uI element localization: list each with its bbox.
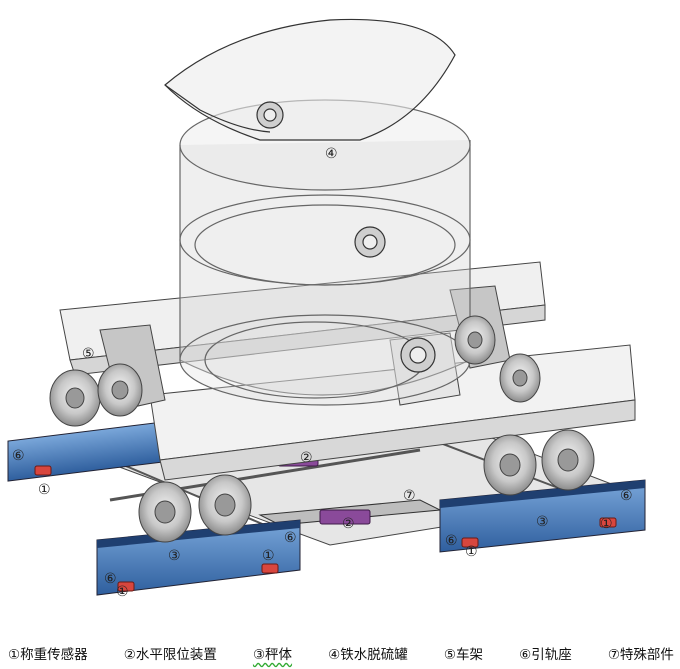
callout-1-left: ① <box>38 482 51 498</box>
callout-1-right-front: ① <box>465 544 478 560</box>
callout-4: ④ <box>325 146 338 162</box>
weighing-sensors <box>34 465 617 592</box>
callout-3-front: ③ <box>168 548 181 564</box>
legend-item-frame: ⑤车架 <box>443 647 483 663</box>
legend-item-special: ⑦特殊部件 <box>607 647 674 663</box>
legend-item-ladle: ④铁水脱硫罐 <box>328 647 408 663</box>
callout-1-front-left: ① <box>116 584 129 600</box>
callout-6-front-left: ⑥ <box>104 571 117 587</box>
callout-6-right: ⑥ <box>620 488 633 504</box>
callout-5: ⑤ <box>82 346 95 362</box>
callout-1-front: ① <box>262 548 275 564</box>
callout-2-top: ② <box>300 450 313 466</box>
callout-6-left: ⑥ <box>12 448 25 464</box>
legend-item-rail-seat: ⑥引轨座 <box>519 647 572 663</box>
callout-2-bottom: ② <box>342 516 355 532</box>
guide-rail-seat-front <box>96 519 301 596</box>
callout-1-right: ① <box>600 516 613 532</box>
callout-3-right: ③ <box>536 514 549 530</box>
callout-6-right-front: ⑥ <box>445 533 458 549</box>
callout-7: ⑦ <box>403 488 416 504</box>
callouts: ④ ⑤ ⑥ ① ② ⑦ ② ③ ⑥ ① ⑥ ① ③ ① ⑥ ⑥ ① <box>12 146 633 600</box>
legend-item-sensor: ①称重传感器 <box>8 647 88 663</box>
callout-6-front: ⑥ <box>284 530 297 546</box>
legend-item-scale-body: ③秤体 <box>252 647 293 663</box>
guide-rail-seat-right <box>439 479 646 553</box>
legend-item-limiter: ②水平限位装置 <box>123 647 217 663</box>
legend: ①称重传感器 ②水平限位装置 ③秤体 ④铁水脱硫罐 ⑤车架 ⑥引轨座 ⑦特殊部件 <box>0 640 680 666</box>
desulfurization-ladle <box>164 18 471 406</box>
wheels <box>49 315 595 543</box>
